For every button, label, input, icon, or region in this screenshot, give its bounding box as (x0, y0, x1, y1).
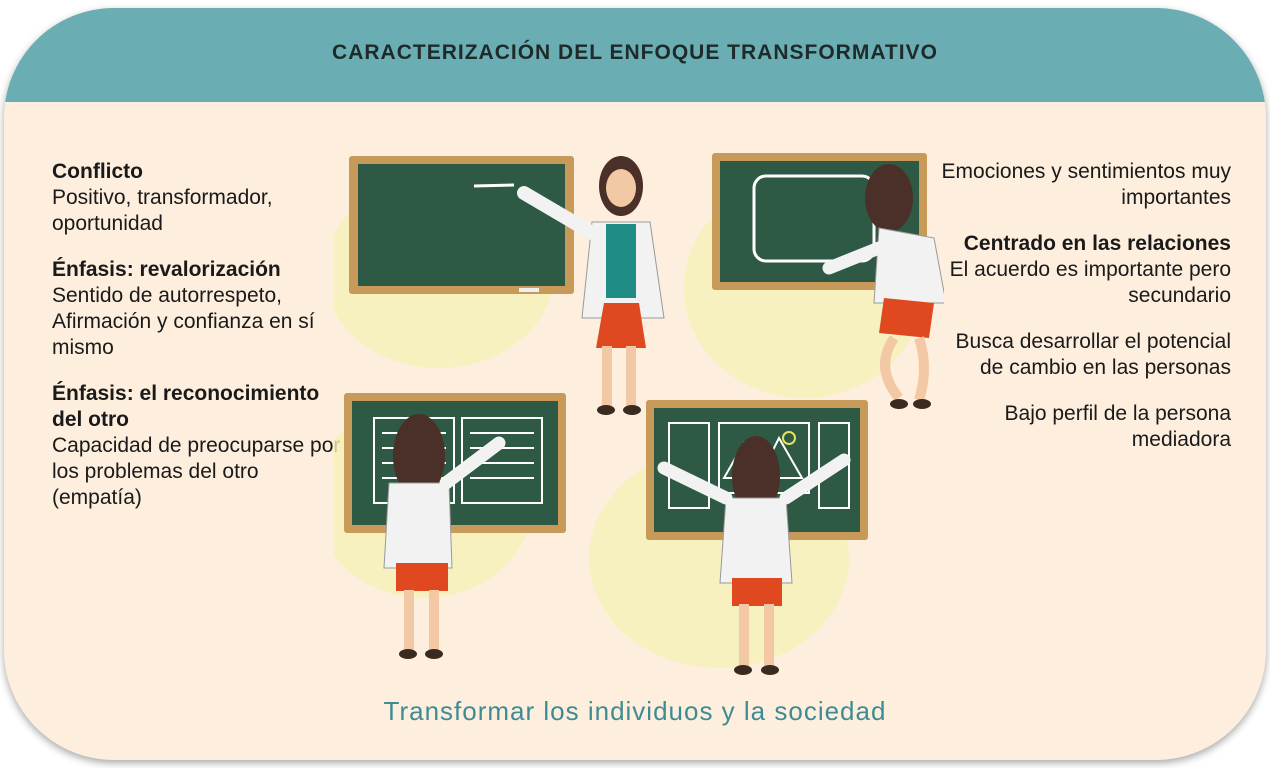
content-card: CARACTERIZACIÓN DEL ENFOQUE TRANSFORMATI… (4, 8, 1266, 760)
teacher-window-blinds-icon (344, 393, 566, 659)
left-column: Conflicto Positivo, transformador, oport… (52, 159, 342, 531)
teacher-opening-window-icon (646, 400, 868, 675)
right-column: Emociones y sentimientos muy importantes… (939, 159, 1231, 473)
right-text: El acuerdo es importante pero secundario (949, 258, 1231, 307)
left-heading: Conflicto (52, 160, 143, 183)
right-text: Emociones y sentimientos muy importantes (941, 160, 1231, 209)
teacher-drawing-frame-icon (712, 153, 944, 409)
right-block-relaciones: Centrado en las relaciones El acuerdo es… (939, 231, 1231, 309)
illustration-group (334, 153, 944, 675)
left-text: Capacidad de preocuparse por los problem… (52, 434, 341, 509)
header-bar (4, 8, 1266, 102)
left-block-revalorizacion: Énfasis: revalorización Sentido de autor… (52, 257, 342, 361)
left-block-conflicto: Conflicto Positivo, transformador, oport… (52, 159, 342, 237)
page-title: CARACTERIZACIÓN DEL ENFOQUE TRANSFORMATI… (332, 41, 938, 64)
left-text: Sentido de autorrespeto, Afirmación y co… (52, 284, 315, 359)
right-heading: Centrado en las relaciones (963, 232, 1231, 255)
right-text: Bajo perfil de la persona mediadora (1004, 402, 1231, 451)
left-heading: Énfasis: revalorización (52, 258, 281, 281)
left-text: Positivo, transformador, oportunidad (52, 186, 273, 235)
footer-caption: Transformar los individuos y la sociedad (383, 696, 887, 726)
right-block-potencial: Busca desarrollar el potencial de cambio… (939, 329, 1231, 381)
right-block-emociones: Emociones y sentimientos muy importantes (939, 159, 1231, 211)
left-block-reconocimiento: Énfasis: el reconocimiento del otro Capa… (52, 381, 342, 511)
teacher-writing-icon (349, 156, 665, 415)
left-heading: Énfasis: el reconocimiento del otro (52, 382, 320, 431)
right-block-perfil: Bajo perfil de la persona mediadora (939, 401, 1231, 453)
right-text: Busca desarrollar el potencial de cambio… (955, 330, 1231, 379)
